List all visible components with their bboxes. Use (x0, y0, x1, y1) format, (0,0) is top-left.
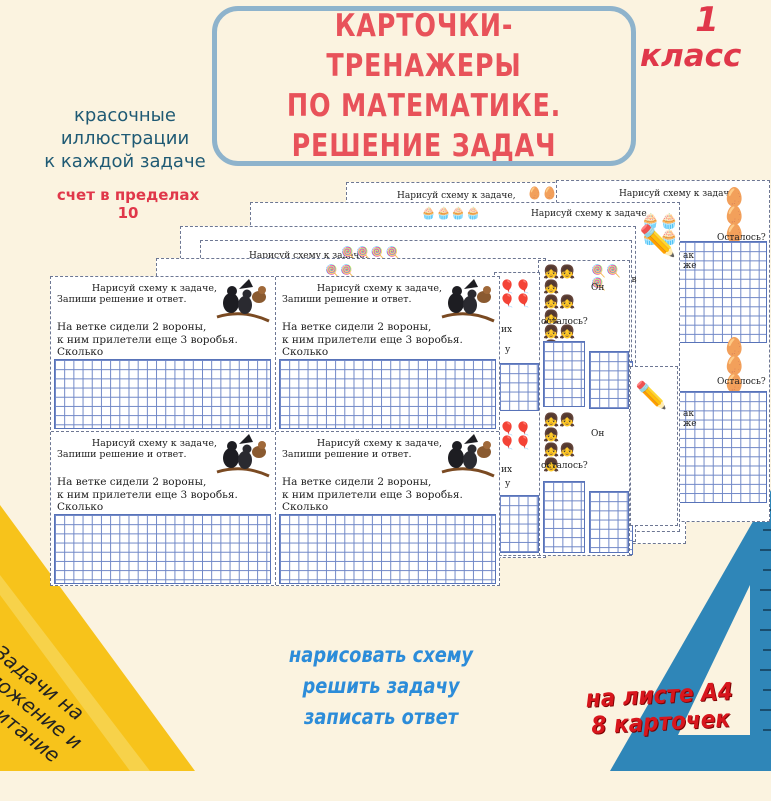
ostalos-text: Осталось? (717, 233, 766, 243)
card-instruction-line1: Нарисуй схему к задаче, (91, 283, 217, 294)
card-instruction-line1: Нарисуй схему к задаче, (316, 283, 442, 294)
ostalos-text: Осталось? (717, 377, 766, 387)
a4-format-label: на листе А4 8 карточек (585, 677, 734, 740)
eggs-icon: 🥚🥚 (527, 186, 557, 200)
birds-on-branch-icon (216, 279, 270, 323)
on-text: Он (591, 429, 605, 439)
folder-label: Задачи на сложение и вычитание (0, 620, 169, 770)
front-sheet: Нарисуй схему к задаче,Запиши решение и … (50, 276, 500, 586)
background-sheet-9: ✏️ (630, 366, 678, 526)
girls-icon: 👧👧👧👧👧👧 (543, 413, 576, 473)
card-instruction-line1: Нарисуй схему к задаче, (91, 438, 217, 449)
task-card: Нарисуй схему к задаче,Запиши решение и … (276, 432, 498, 584)
sheet-instruction: Нарисуй схему к задаче, (531, 209, 650, 219)
grade-number: 1 (695, 0, 719, 40)
cupcakes-icon: 🧁🧁🧁🧁 (421, 206, 481, 220)
ostalos-text: осталось? (541, 461, 588, 471)
kak-je-text: ак же (683, 409, 697, 429)
lollipops-icon: 🍭🍭 (325, 264, 355, 278)
card-instruction-line2: Запиши решение и ответ. (57, 294, 187, 305)
lollipops-icon: 🍭🍭🍭🍭 (341, 246, 401, 260)
birds-on-branch-icon (441, 434, 495, 478)
answer-grid (589, 491, 629, 553)
answer-grid (543, 481, 585, 553)
answer-grid (543, 341, 585, 407)
folder-text: Задачи на сложение и вычитание (0, 640, 89, 768)
grade-word: класс (640, 38, 742, 74)
card-instruction-line2: Запиши решение и ответ. (282, 294, 412, 305)
card-instruction-line1: Нарисуй схему к задаче, (316, 438, 442, 449)
answer-grid (589, 351, 629, 409)
card-instruction: Нарисуй схему к задаче,Запиши решение и … (282, 283, 442, 305)
balloons-icon: 🎈🎈🎈🎈 (499, 280, 532, 309)
ih-text: их (501, 325, 513, 335)
on-text: Он (591, 283, 605, 293)
card-instruction: Нарисуй схему к задаче,Запиши решение и … (57, 283, 217, 305)
steps-slogan: нарисовать схему решить задачу записать … (288, 643, 474, 729)
answer-grid (54, 359, 271, 429)
sheet-instruction: Нарисуй схему к задаче, (249, 251, 368, 261)
tagline: красочные иллюстрации к каждой задаче (44, 105, 206, 172)
sheet-instruction: Нарисуй схему к задаче, (619, 189, 738, 199)
answer-grid (499, 495, 539, 553)
answer-grid (54, 514, 271, 584)
sheet-instruction: Нарисуй схему к задаче, (397, 191, 516, 201)
answer-grid (499, 363, 539, 411)
task-card: Нарисуй схему к задаче,Запиши решение и … (51, 432, 273, 584)
birds-on-branch-icon (441, 279, 495, 323)
pencil-cup-icon: ✏️ (639, 224, 677, 259)
count-range-label: счет в пределах 10 (56, 186, 200, 222)
background-sheet-8: 🎈🎈🎈🎈 их у 🎈🎈🎈🎈 их у (494, 272, 540, 556)
answer-grid (675, 391, 767, 503)
kak-je-text: ак же (683, 251, 697, 271)
folder-icon (0, 505, 195, 771)
ostalos-text: осталось? (541, 317, 588, 327)
card-instruction: Нарисуй схему к задаче,Запиши решение и … (282, 438, 442, 460)
pencil-cup-icon: ✏️ (635, 381, 668, 411)
birds-on-branch-icon (216, 434, 270, 478)
lollipops-icon: 🍭🍭🍭 (591, 264, 621, 291)
answer-grid (279, 514, 496, 584)
task-card: Нарисуй схему к задаче,Запиши решение и … (51, 277, 273, 429)
u-text: у (505, 345, 511, 355)
card-instruction: Нарисуй схему к задаче,Запиши решение и … (57, 438, 217, 460)
task-card: Нарисуй схему к задаче,Запиши решение и … (276, 277, 498, 429)
background-sheet-7: 👧👧👧👧👧👧👧👧👧 🍭🍭🍭 Он осталось? 👧👧👧👧👧👧 Он ост… (538, 260, 630, 556)
title-box: КАРТОЧКИ-ТРЕНАЖЕРЫ ПО МАТЕМАТИКЕ. РЕШЕНИ… (212, 6, 636, 166)
card-instruction-line2: Запиши решение и ответ. (282, 449, 412, 460)
triangle-ruler-icon (610, 490, 771, 771)
answer-grid (279, 359, 496, 429)
answer-grid (675, 241, 767, 343)
balloons-icon: 🎈🎈🎈🎈 (499, 422, 532, 451)
card-instruction-line2: Запиши решение и ответ. (57, 449, 187, 460)
ih-text: их (501, 465, 513, 475)
page-title: КАРТОЧКИ-ТРЕНАЖЕРЫ ПО МАТЕМАТИКЕ. РЕШЕНИ… (286, 8, 562, 164)
card-divider (275, 277, 276, 585)
u-text: у (505, 479, 511, 489)
cupcakes-icon: 🧁🧁🧁🧁 (641, 212, 679, 246)
